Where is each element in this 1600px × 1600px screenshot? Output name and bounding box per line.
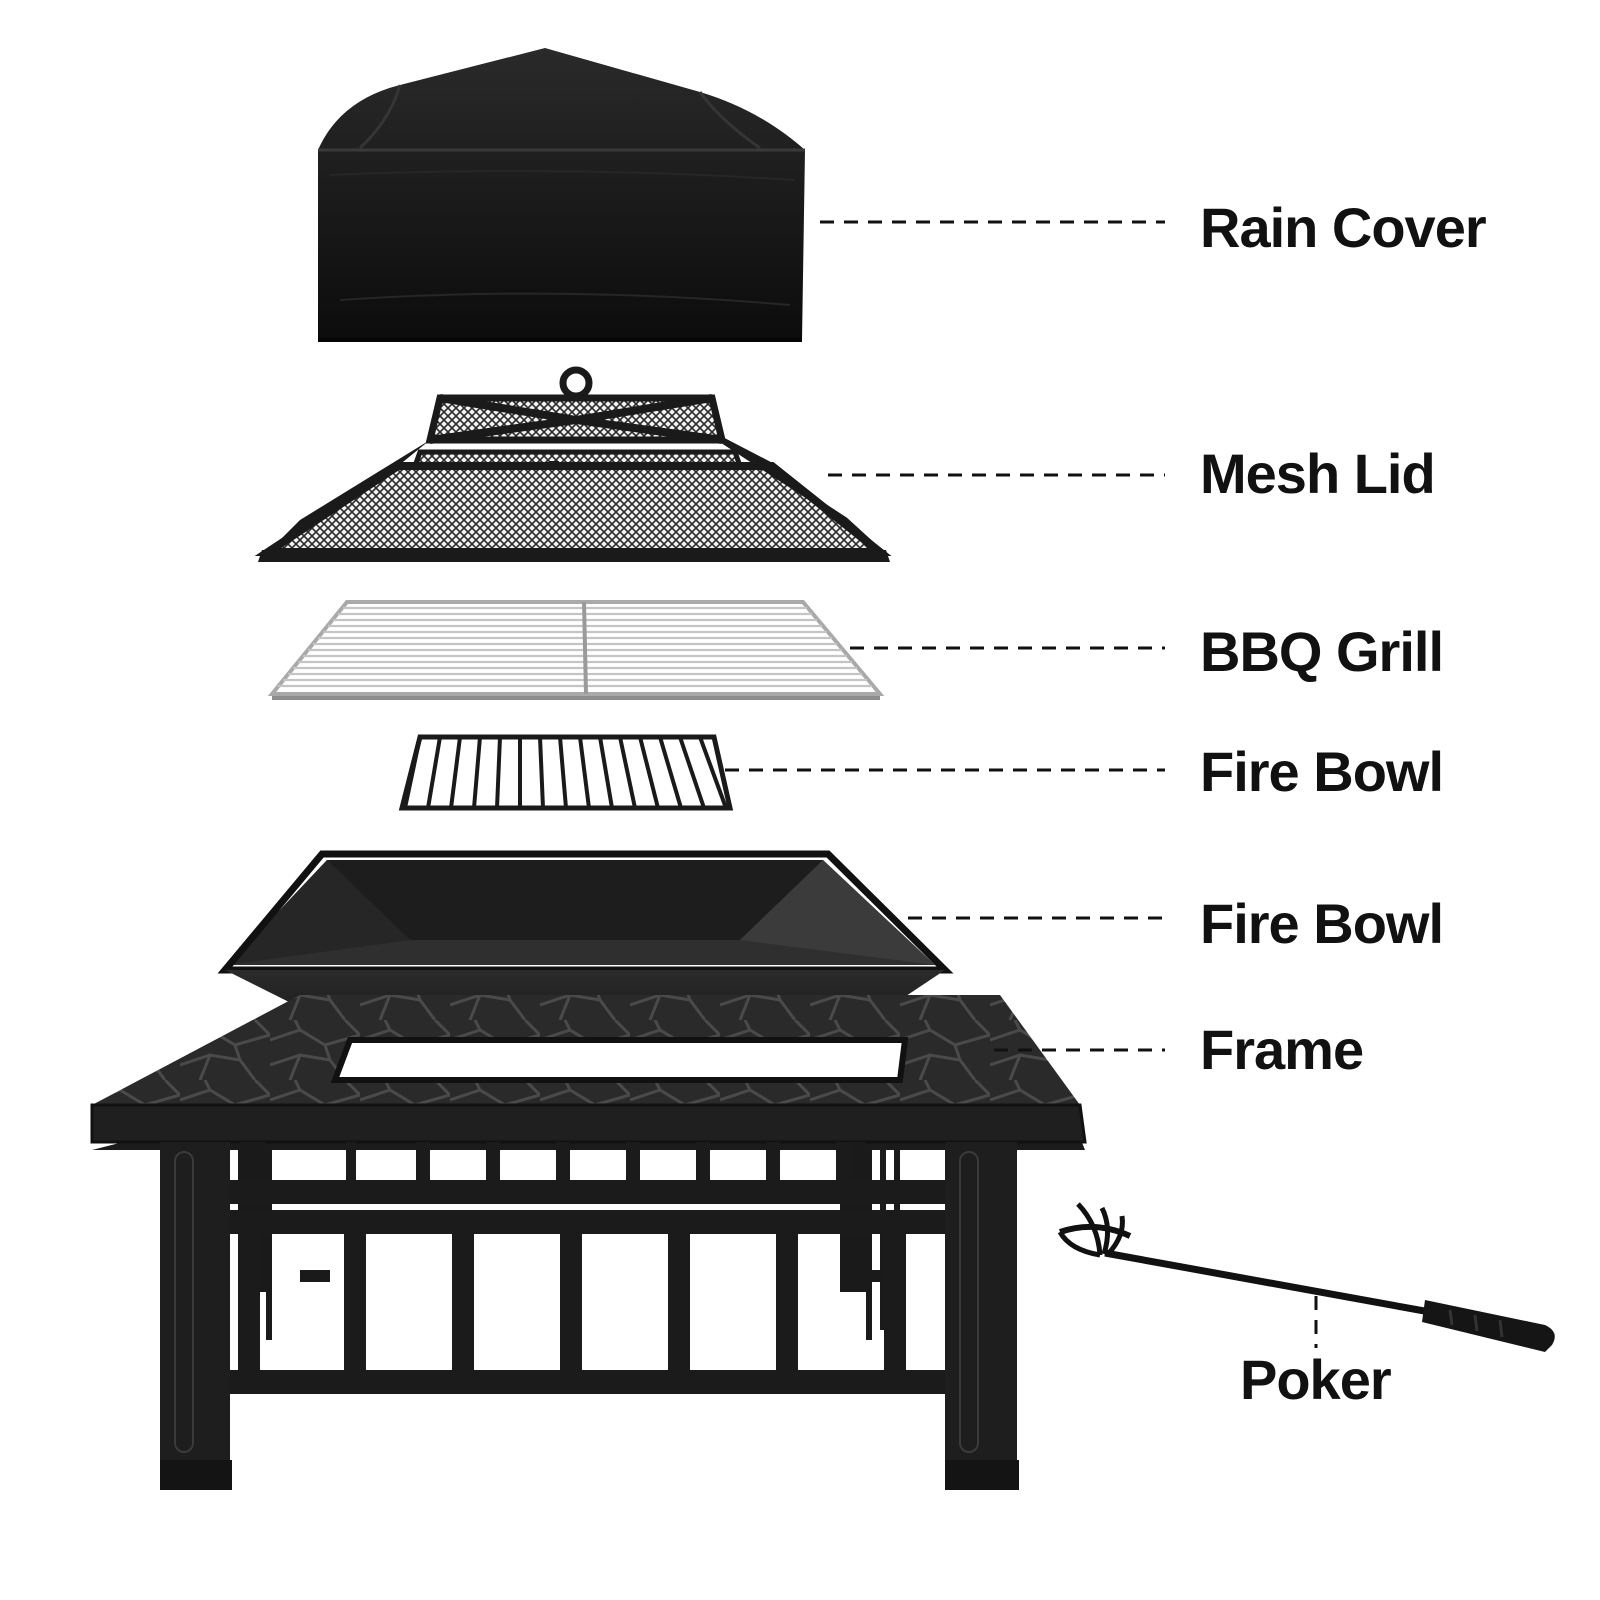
- mesh-lid-illustration: [254, 366, 892, 562]
- label-frame: Frame: [1200, 1018, 1364, 1081]
- leader-lines: [725, 220, 1318, 1348]
- frame-illustration: [90, 995, 1087, 1490]
- label-mesh-lid: Mesh Lid: [1200, 442, 1436, 505]
- rain-cover-illustration: [318, 48, 805, 342]
- label-bbq-grill: BBQ Grill: [1200, 620, 1444, 683]
- bbq-grill-illustration: [267, 600, 885, 700]
- label-fire-bowl: Fire Bowl: [1200, 892, 1444, 955]
- label-fire-bowl-grate: Fire Bowl: [1200, 740, 1444, 803]
- label-poker: Poker: [1240, 1348, 1392, 1411]
- fire-bowl-grate-illustration: [398, 734, 734, 811]
- label-rain-cover: Rain Cover: [1200, 196, 1487, 259]
- poker-illustration: [1057, 1202, 1555, 1352]
